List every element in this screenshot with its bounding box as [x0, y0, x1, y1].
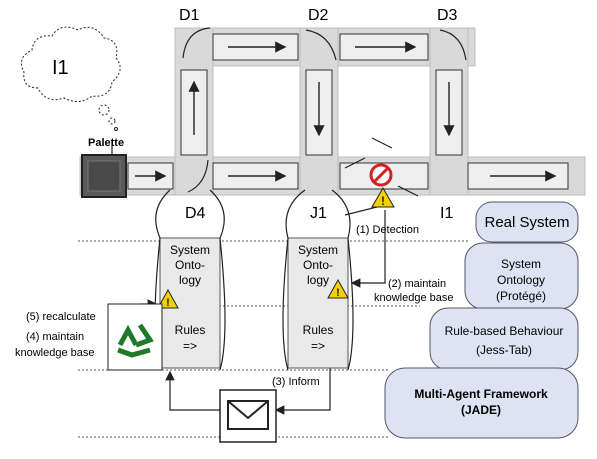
layer-rules-label-1: Rule-based Behaviour — [445, 324, 564, 338]
stop-icon — [369, 163, 393, 187]
agent1-ontology-line3: logy — [179, 273, 201, 287]
label-i1-bottom: I1 — [440, 205, 453, 222]
step-maintain4-1: (4) maintain — [26, 331, 84, 343]
step-recalculate: (5) recalculate — [26, 311, 96, 323]
agent-j1 — [282, 189, 354, 371]
diverter-d4 — [187, 159, 209, 193]
layer-mas-label-1: Multi-Agent Framework — [414, 387, 548, 401]
layer-ontology-label-2: Ontology — [497, 273, 545, 287]
step-detection: (1) Detection — [356, 224, 419, 236]
label-d3: D3 — [437, 7, 458, 24]
layer-mas — [384, 367, 579, 439]
label-d2: D2 — [308, 7, 329, 24]
step-inform: (3) Inform — [272, 376, 320, 388]
mail-icon — [219, 389, 277, 443]
agent2-ontology-line3: logy — [307, 273, 329, 287]
label-j1: J1 — [310, 205, 327, 222]
agent2-rules-arrow: => — [311, 339, 325, 353]
step-inform-arrow — [274, 368, 331, 415]
layer-rules — [429, 307, 579, 371]
label-d1: D1 — [179, 7, 200, 24]
step-maintain-arrow — [350, 210, 386, 288]
blocked-diverter — [344, 157, 366, 169]
agent2-ontology-line1: System — [298, 243, 338, 257]
warning-icon: ! — [157, 288, 179, 309]
layer-mas-label-2: (JADE) — [461, 403, 501, 417]
svg-text:!: ! — [336, 287, 340, 299]
step-maintain-1: (2) maintain — [388, 278, 446, 290]
layer-ontology-label-1: System — [501, 257, 541, 271]
step-maintain4-2: knowledge base — [15, 347, 95, 359]
step-maintain-2: knowledge base — [374, 292, 454, 304]
recycle-icon — [107, 303, 163, 371]
agent1-rules-arrow: => — [183, 339, 197, 353]
step-message-arrow — [165, 370, 220, 411]
warning-icon: ! — [371, 187, 395, 208]
agent2-rules: Rules — [303, 323, 334, 337]
diverter-d2 — [305, 29, 337, 61]
layer-ontology-label-3: (Protégé) — [496, 289, 546, 303]
layer-real-system — [475, 201, 579, 243]
layer-real-system-label: Real System — [484, 214, 569, 231]
diverter-d3 — [439, 29, 467, 61]
label-palette: Palette — [88, 137, 124, 149]
warning-icon: ! — [327, 278, 349, 299]
svg-text:!: ! — [166, 297, 170, 309]
agent1-ontology-line1: System — [170, 243, 210, 257]
conveyor-system: ! — [79, 27, 586, 216]
label-i1-cloud: I1 — [52, 57, 69, 79]
layer-rules-label-2: (Jess-Tab) — [476, 343, 532, 357]
svg-text:!: ! — [381, 194, 385, 208]
agent1-rules: Rules — [175, 323, 206, 337]
label-d4: D4 — [185, 205, 206, 222]
agent1-ontology-line2: Onto- — [175, 258, 205, 272]
agent2-ontology-line2: Onto- — [303, 258, 333, 272]
thought-cloud — [20, 26, 121, 131]
diverter-d1 — [182, 27, 211, 59]
